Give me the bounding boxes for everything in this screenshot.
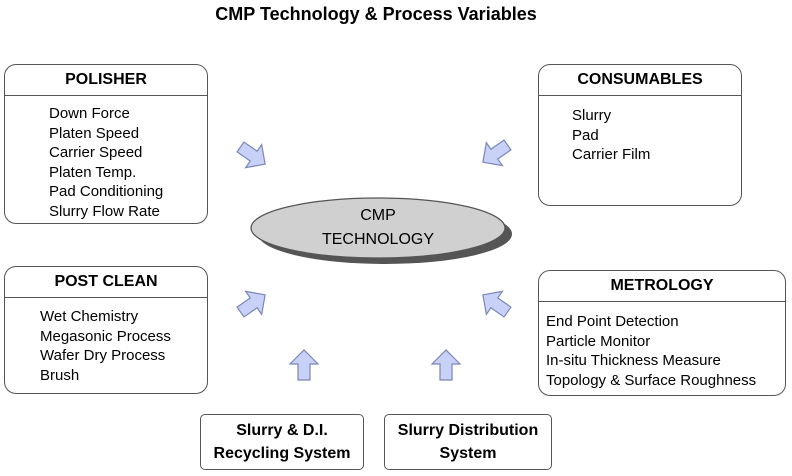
list-item: In-situ Thickness Measure <box>546 352 721 369</box>
list-item: Pad Conditioning <box>49 183 164 200</box>
arrow-from-consumables-icon <box>474 132 517 175</box>
arrow-from-distribution-icon <box>431 349 461 381</box>
list-item: Brush <box>40 366 80 384</box>
arrow-from-metrology-icon <box>474 282 517 325</box>
list-item: Slurry <box>572 107 612 124</box>
center-ellipse <box>250 197 506 259</box>
recycling-line1: Slurry & D.I. <box>236 422 328 439</box>
consumables-heading: CONSUMABLES <box>539 65 741 96</box>
distribution-line2: System <box>439 445 497 462</box>
list-item: Platen Speed <box>49 124 140 142</box>
center-label-line1: CMP <box>360 207 396 224</box>
polisher-heading: POLISHER <box>5 65 207 96</box>
list-item: Platen Temp. <box>49 163 137 181</box>
arrow-from-post-clean-icon <box>231 282 274 325</box>
list-item: Carrier Film <box>572 146 651 163</box>
post-clean-heading: POST CLEAN <box>5 267 207 298</box>
list-item: Pad <box>572 126 599 144</box>
distribution-system-box: Slurry Distribution System <box>384 414 552 470</box>
list-item: Wet Chemistry <box>40 308 139 325</box>
list-item: Slurry Flow Rate <box>49 202 160 220</box>
list-item: Topology & Surface Roughness <box>546 371 757 389</box>
list-item: End Point Detection <box>546 313 679 330</box>
list-item: Particle Monitor <box>546 332 651 350</box>
metrology-heading: METROLOGY <box>539 271 785 302</box>
center-label-line2: TECHNOLOGY <box>321 231 434 248</box>
recycling-line2: Recycling System <box>213 445 351 462</box>
list-item: Wafer Dry Process <box>40 347 166 364</box>
arrow-from-polisher-icon <box>231 134 274 177</box>
list-item: Megasonic Process <box>40 327 171 345</box>
list-item: Carrier Speed <box>49 144 143 161</box>
diagram-title: CMP Technology & Process Variables <box>215 4 537 24</box>
center-label: CMP TECHNOLOGY <box>252 204 504 252</box>
recycling-system-box: Slurry & D.I. Recycling System <box>200 414 364 470</box>
arrow-from-recycling-icon <box>289 349 319 381</box>
distribution-line1: Slurry Distribution <box>397 422 539 439</box>
list-item: Down Force <box>49 105 130 122</box>
